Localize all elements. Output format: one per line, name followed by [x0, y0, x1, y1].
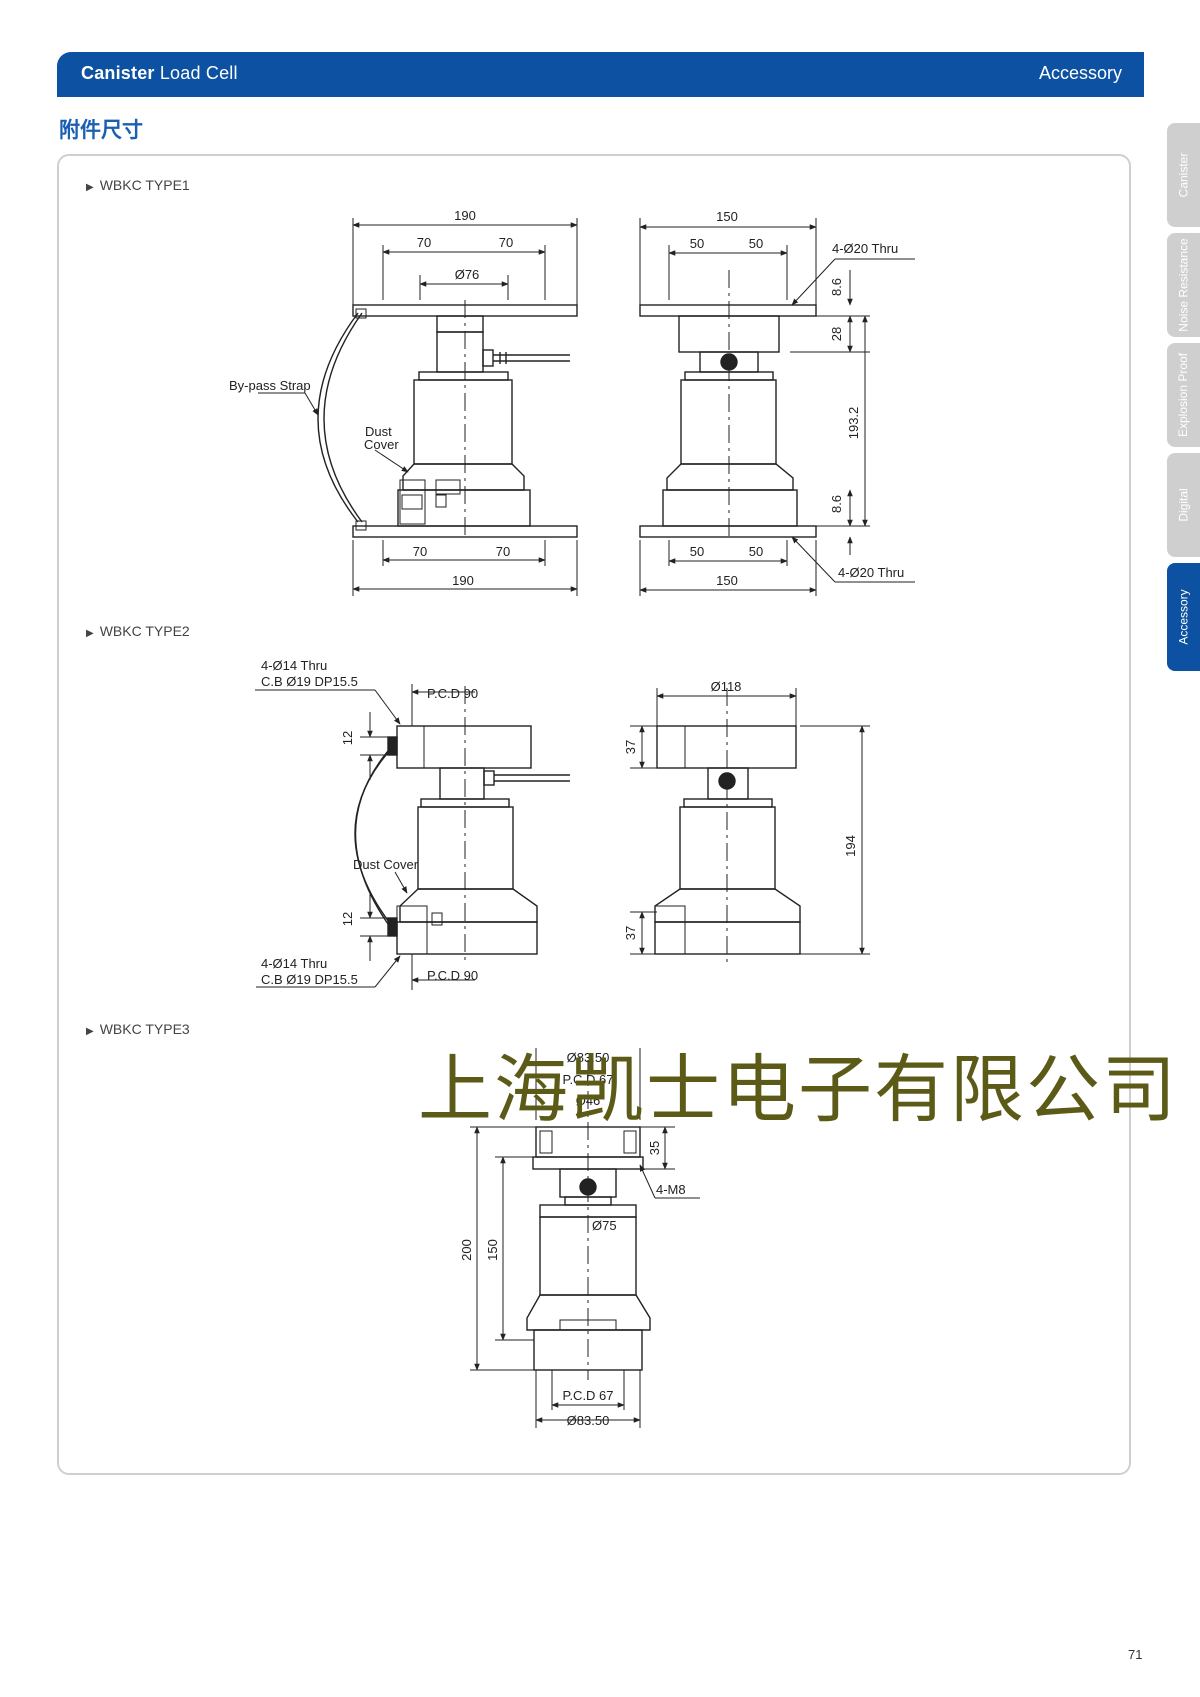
- t1-dim-70-left-bot: 70: [413, 544, 427, 559]
- t1-dim-70-right-top: 70: [499, 235, 513, 250]
- type2-label-text: WBKC TYPE2: [99, 623, 190, 639]
- t1-cover-label: Cover: [364, 437, 399, 452]
- header-bar: Canister Load Cell Accessory: [57, 52, 1144, 97]
- t1-dim-50-right-bot: 50: [749, 544, 763, 559]
- header-title-bold: Canister: [81, 63, 155, 83]
- tab-digital[interactable]: Digital: [1167, 453, 1200, 557]
- t1-dim-8-6-top: 8.6: [829, 278, 844, 296]
- t3-dim-d75: Ø75: [592, 1218, 617, 1233]
- company-watermark: 上海凯士电子有限公司: [418, 1047, 1178, 1133]
- t1-thru-bot: 4-Ø20 Thru: [838, 565, 904, 580]
- header-title: Canister Load Cell: [81, 63, 238, 84]
- tab-noise-resistance[interactable]: Noise Resistance: [1167, 233, 1200, 337]
- t3-dim-200: 200: [459, 1239, 474, 1261]
- t1-dim-50-left-top: 50: [690, 236, 704, 251]
- t2-dim-37-top: 37: [623, 740, 638, 754]
- t1-dim-70-left-top: 70: [417, 235, 431, 250]
- t2-dim-12-top: 12: [340, 731, 355, 745]
- t1-dim-150-top: 150: [716, 209, 738, 224]
- t2-dim-37-bot: 37: [623, 926, 638, 940]
- type3-label-text: WBKC TYPE3: [99, 1021, 190, 1037]
- t2-thru-top-2: C.B Ø19 DP15.5: [261, 674, 358, 689]
- t2-dim-194: 194: [843, 835, 858, 857]
- t3-pcd-bot: P.C.D 67: [562, 1388, 613, 1403]
- t1-dim-50-right-top: 50: [749, 236, 763, 251]
- header-section: Accessory: [1038, 63, 1122, 83]
- type1-label-text: WBKC TYPE1: [99, 177, 190, 193]
- t2-dim-d118: Ø118: [711, 679, 742, 694]
- t1-dim-28: 28: [829, 327, 844, 341]
- type1-side-view: [639, 218, 915, 596]
- t3-dim-35: 35: [647, 1141, 662, 1155]
- t1-dim-190-bot: 190: [452, 573, 474, 588]
- tab-canister[interactable]: Canister: [1167, 123, 1200, 227]
- t1-dim-193-2: 193.2: [846, 407, 861, 440]
- t3-dim-150: 150: [485, 1239, 500, 1261]
- type3-label: ▶WBKC TYPE3: [86, 1021, 190, 1037]
- t2-thru-top-1: 4-Ø14 Thru: [261, 658, 327, 673]
- t1-dim-50-left-bot: 50: [690, 544, 704, 559]
- type2-label: ▶WBKC TYPE2: [86, 623, 190, 639]
- t1-dim-d76: Ø76: [455, 267, 480, 282]
- t2-thru-bot-2: C.B Ø19 DP15.5: [261, 972, 358, 987]
- t1-dim-70-right-bot: 70: [496, 544, 510, 559]
- t1-bypass-label: By-pass Strap: [229, 378, 311, 393]
- t3-dim-d83-top: Ø83.50: [567, 1050, 610, 1065]
- page-number: 71: [1128, 1647, 1143, 1662]
- t3-dim-d83-bot: Ø83.50: [567, 1413, 610, 1428]
- content-box: [57, 154, 1131, 1475]
- type2-side-view: [630, 688, 870, 962]
- t2-dim-12-bot: 12: [340, 912, 355, 926]
- t2-pcd-bot: P.C.D 90: [427, 968, 478, 983]
- t3-dim-d46: Ø46: [576, 1093, 601, 1108]
- t2-thru-bot-1: 4-Ø14 Thru: [261, 956, 327, 971]
- t1-thru-top: 4-Ø20 Thru: [832, 241, 898, 256]
- type1-label: ▶WBKC TYPE1: [86, 177, 190, 193]
- section-title: 附件尺寸: [59, 118, 143, 142]
- t2-dust-cover: Dust Cover: [353, 857, 419, 872]
- t3-m8: 4-M8: [656, 1182, 686, 1197]
- header-title-rest: Load Cell: [159, 63, 238, 83]
- t1-dim-190-top: 190: [454, 208, 476, 223]
- type1-front-view: [258, 218, 578, 596]
- t1-dim-8-6-bot: 8.6: [829, 495, 844, 513]
- t2-pcd-top: P.C.D 90: [427, 686, 478, 701]
- t1-dim-150-bot: 150: [716, 573, 738, 588]
- tab-accessory[interactable]: Accessory: [1167, 563, 1200, 671]
- type3-view: [470, 1048, 700, 1428]
- t3-pcd-top: P.C.D 67: [562, 1072, 613, 1087]
- tab-explosion-proof[interactable]: Explosion Proof: [1167, 343, 1200, 447]
- type2-front-view: [255, 684, 570, 990]
- t1-dust-label: Dust: [365, 424, 392, 439]
